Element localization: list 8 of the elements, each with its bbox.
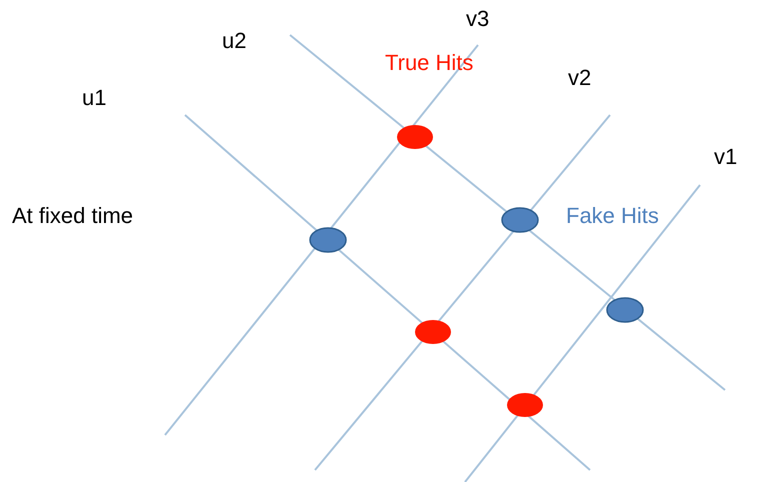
wire-label: v3 (466, 8, 490, 30)
legend-label: Fake Hits (566, 205, 659, 227)
wire-label: u1 (82, 87, 106, 109)
wire-label: v1 (714, 146, 738, 168)
wire-label: u2 (222, 30, 246, 52)
wire-label: v2 (568, 67, 592, 89)
legend-label: True Hits (385, 52, 474, 74)
note-text: At fixed time (12, 205, 134, 227)
